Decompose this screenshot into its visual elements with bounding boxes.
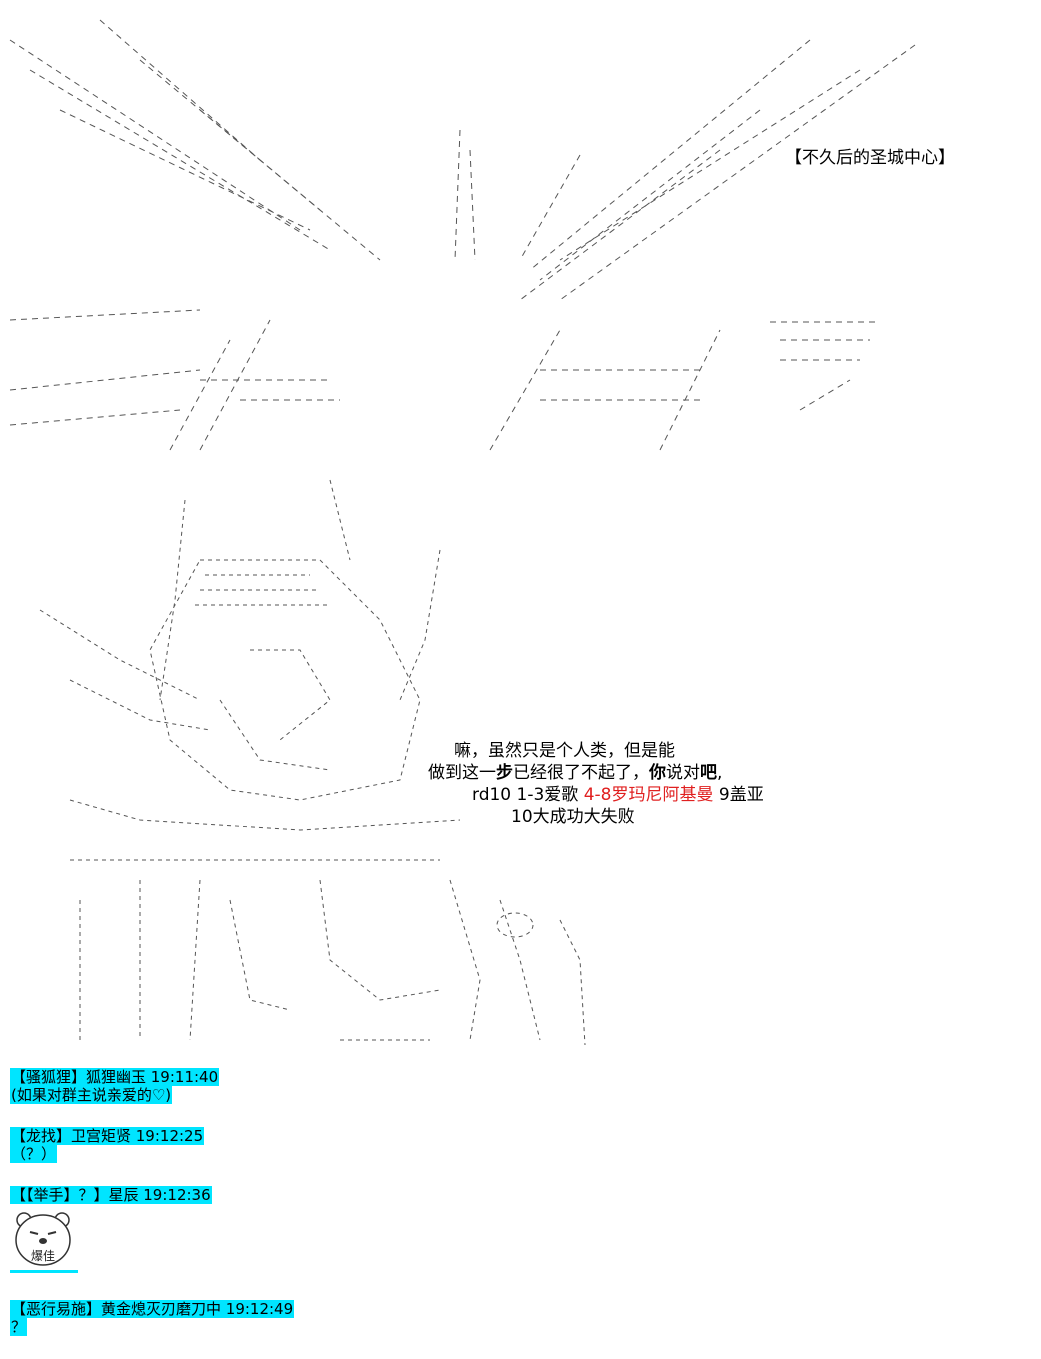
dialogue-text: 说对 [666,763,700,783]
speed-line [519,154,581,261]
speed-line [9,39,301,231]
sticker-text: 爆佳 [31,1249,55,1263]
armored-figure [39,479,586,1046]
speed-line [559,69,861,261]
slash-line [169,339,231,451]
bear-sticker-svg: 爆佳 [15,1212,71,1266]
dialogue-text-bold: 吧 [700,763,717,783]
dialogue-line-4: 10大成功大失败 [511,807,635,827]
roll-text: 9盖亚 [713,785,764,805]
chat-message: 【骚狐狸】狐狸幽玉 19:11:40 (如果对群主说亲爱的♡) [10,1068,610,1104]
chat-message-header: 【恶行易施】黄金熄灭刃磨刀中 19:12:49 [10,1300,295,1318]
streak-line [9,369,201,391]
slash-line [799,379,851,411]
chat-log: 【骚狐狸】狐狸幽玉 19:11:40 (如果对群主说亲爱的♡) 【龙找】卫宫矩贤… [10,1068,610,1359]
chat-message-body: （？） [10,1145,58,1163]
chat-message: 【【举手】？】星辰 19:12:36 爆佳 [10,1186,610,1277]
ascii-art-svg [9,19,916,1046]
slash-line [659,329,721,451]
spire-line [469,149,476,261]
streak-line [9,309,201,321]
speed-line [559,44,916,301]
speed-line [529,39,811,271]
dialogue-text: , [717,763,723,783]
roll-text-highlight: 4-8罗玛尼阿基曼 [583,785,714,805]
roll-text: rd10 1-3爱歌 [472,785,584,805]
dialogue-block: 嘛，虽然只是个人类，但是能 做到这一步已经很了不起了，你说对吧, rd10 1-… [428,740,764,828]
chat-message-header: 【【举手】？】星辰 19:12:36 [10,1186,212,1204]
chat-message-body: (如果对群主说亲爱的♡) [10,1086,173,1104]
dialogue-text: 已经很了不起了， [513,763,649,783]
dialogue-text-bold: 步 [496,763,513,783]
chat-message-body: ？ [10,1318,28,1336]
dialogue-line-2: 做到这一步已经很了不起了，你说对吧, [428,762,764,784]
spire-line [454,129,461,261]
slash-line [199,319,271,451]
chat-message-header: 【龙找】卫宫矩贤 19:12:25 [10,1127,205,1145]
speed-line [199,109,381,261]
speed-line [99,19,261,161]
location-caption: 【不久后的圣城中心】 [785,148,955,168]
streak-line [9,409,181,426]
dialogue-text-bold: 你 [649,763,666,783]
dialogue-line-1: 嘛，虽然只是个人类，但是能 [454,741,675,761]
dialogue-text: 做到这一 [428,763,496,783]
speed-line [29,69,331,251]
chat-message: 【龙找】卫宫矩贤 19:12:25 （？） [10,1127,610,1163]
speed-line [519,149,721,301]
slash-line [489,329,561,451]
speed-line [59,109,311,231]
chat-message-header: 【骚狐狸】狐狸幽玉 19:11:40 [10,1068,220,1086]
bear-sticker-icon: 爆佳 [10,1208,78,1273]
ascii-art-illustration [9,19,916,1046]
chat-message: 【恶行易施】黄金熄灭刃磨刀中 19:12:49 ？ [10,1300,610,1336]
speed-line [539,109,761,281]
dialogue-line-3: rd10 1-3爱歌 4-8罗玛尼阿基曼 9盖亚 [428,784,764,806]
